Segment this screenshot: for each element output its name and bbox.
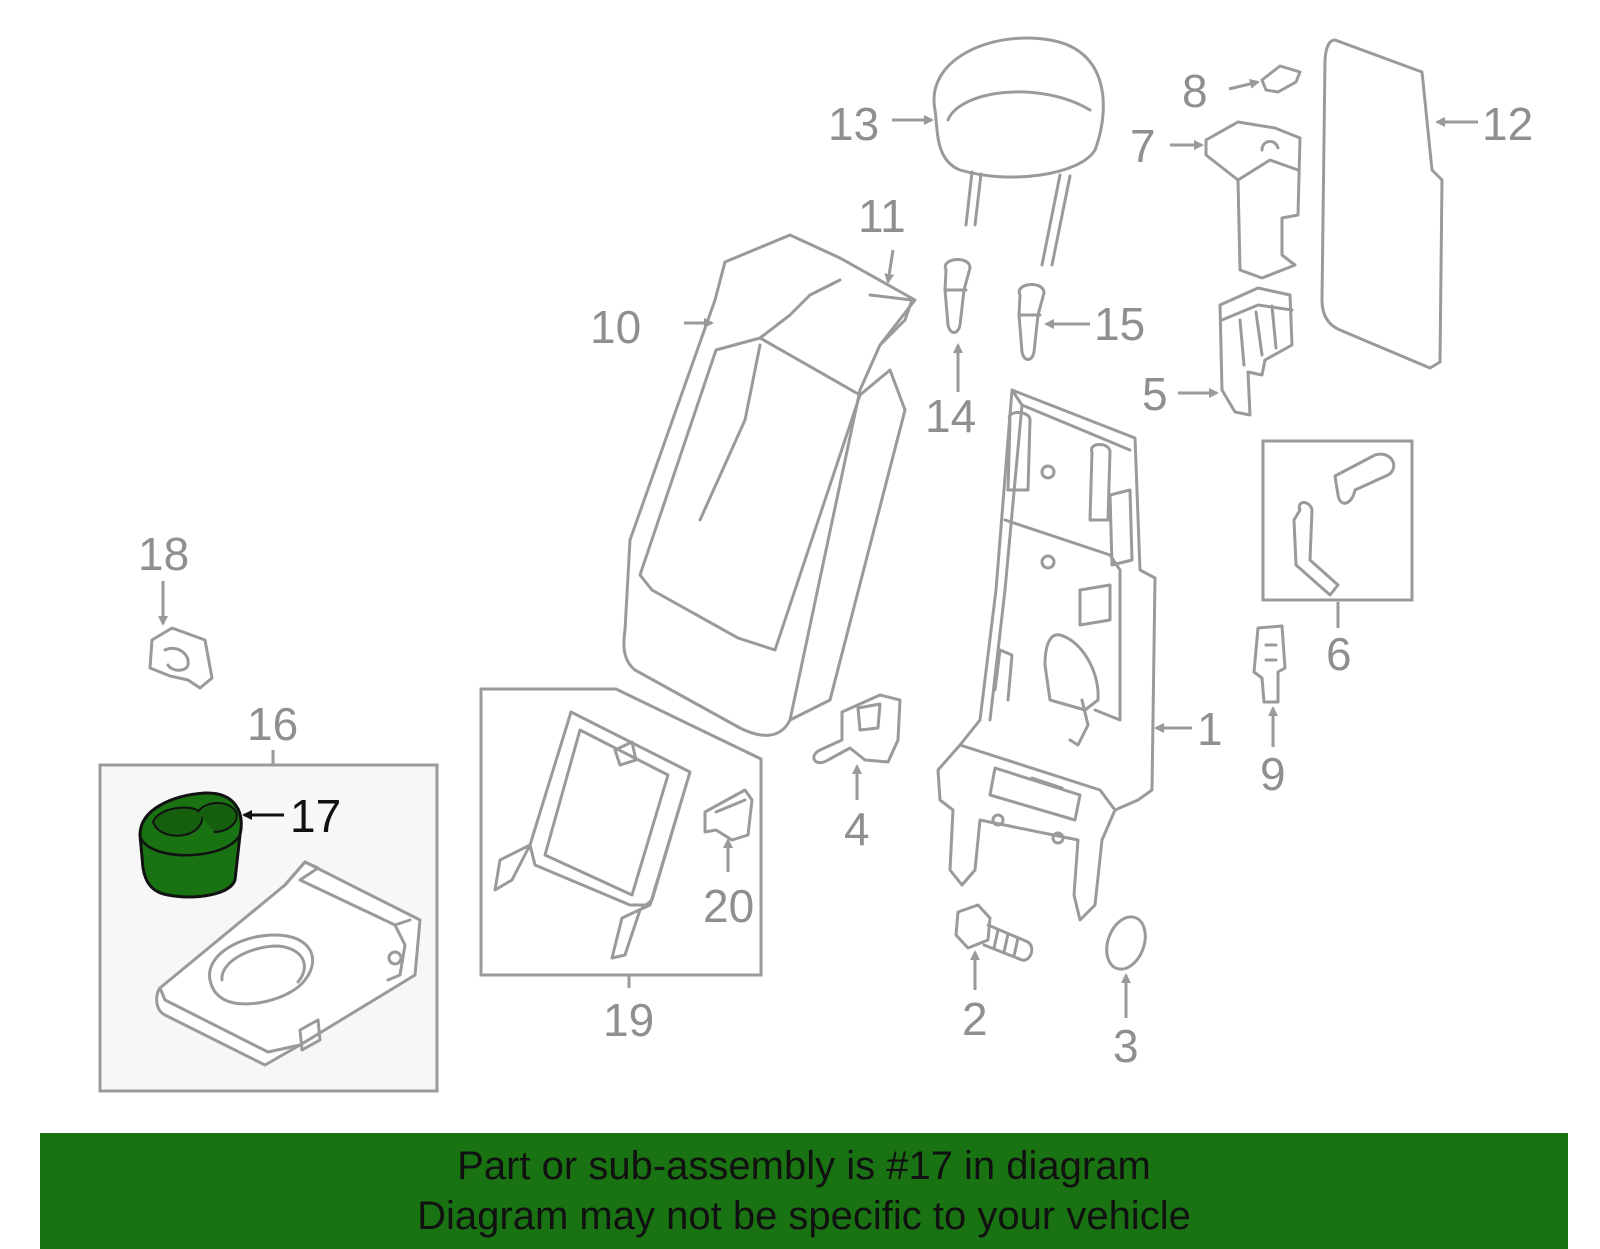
callout-11: 11 xyxy=(858,190,906,242)
callout-13: 13 xyxy=(828,98,879,150)
callout-2: 2 xyxy=(962,993,988,1045)
part-1-seatback-frame xyxy=(936,388,1157,922)
callout-14: 14 xyxy=(925,390,976,442)
part-9-bracket xyxy=(1252,624,1287,704)
part-12-back-panel xyxy=(1320,38,1444,370)
callout-5: 5 xyxy=(1142,368,1168,420)
info-banner-line-1: Part or sub-assembly is #17 in diagram xyxy=(457,1144,1151,1188)
info-banner: Part or sub-assembly is #17 in diagram D… xyxy=(40,1133,1568,1249)
callout-15: 15 xyxy=(1094,298,1145,350)
callout-12: 12 xyxy=(1482,98,1533,150)
callout-16: 16 xyxy=(247,698,298,750)
info-banner-line-2: Diagram may not be specific to your vehi… xyxy=(417,1194,1191,1238)
part-17-cup-holder-highlighted xyxy=(138,791,243,899)
part-7-bracket xyxy=(1204,120,1302,280)
callout-4: 4 xyxy=(844,803,870,855)
callout-20: 20 xyxy=(703,880,754,932)
callout-10: 10 xyxy=(590,301,641,353)
callout-19: 19 xyxy=(603,994,654,1046)
part-6-box xyxy=(1261,439,1414,602)
part-8-clip xyxy=(1260,64,1302,94)
part-2-bolt xyxy=(954,903,1034,962)
callout-8: 8 xyxy=(1182,65,1208,117)
part-11-trim-clip xyxy=(868,293,914,347)
callout-9: 9 xyxy=(1260,748,1286,800)
callout-17: 17 xyxy=(290,790,341,842)
callout-6: 6 xyxy=(1326,628,1352,680)
part-18-clip xyxy=(148,626,214,690)
part-5-latch-housing xyxy=(1218,286,1294,417)
part-15-headrest-guide xyxy=(1017,283,1046,361)
callout-7: 7 xyxy=(1130,120,1156,172)
part-10-seatback-cushion xyxy=(622,233,917,737)
callout-1: 1 xyxy=(1197,703,1223,755)
part-13-headrest xyxy=(932,36,1105,267)
leader-lines xyxy=(158,79,1478,1018)
part-19-box xyxy=(479,687,763,977)
callout-labels: 13 11 10 14 15 8 7 12 5 6 9 1 4 2 3 18 1… xyxy=(138,65,1533,1072)
callout-3: 3 xyxy=(1113,1020,1139,1072)
part-3-ring xyxy=(1105,915,1147,971)
callout-18: 18 xyxy=(138,528,189,580)
part-14-headrest-guide xyxy=(943,258,972,334)
part-4-trim xyxy=(812,693,902,765)
